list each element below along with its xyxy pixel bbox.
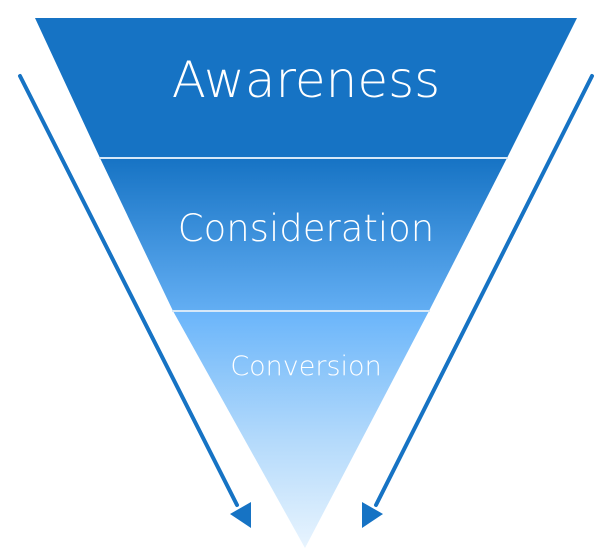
stage-label-conversion: Conversion	[230, 351, 381, 382]
left-arrow-icon	[18, 74, 251, 528]
right-arrow-icon	[362, 74, 594, 528]
funnel-stage-consideration	[100, 158, 507, 311]
funnel-stage-conversion	[173, 311, 429, 548]
stage-label-consideration: Consideration	[178, 207, 435, 250]
stage-label-awareness: Awareness	[172, 51, 440, 109]
funnel-stage-awareness	[35, 18, 577, 158]
